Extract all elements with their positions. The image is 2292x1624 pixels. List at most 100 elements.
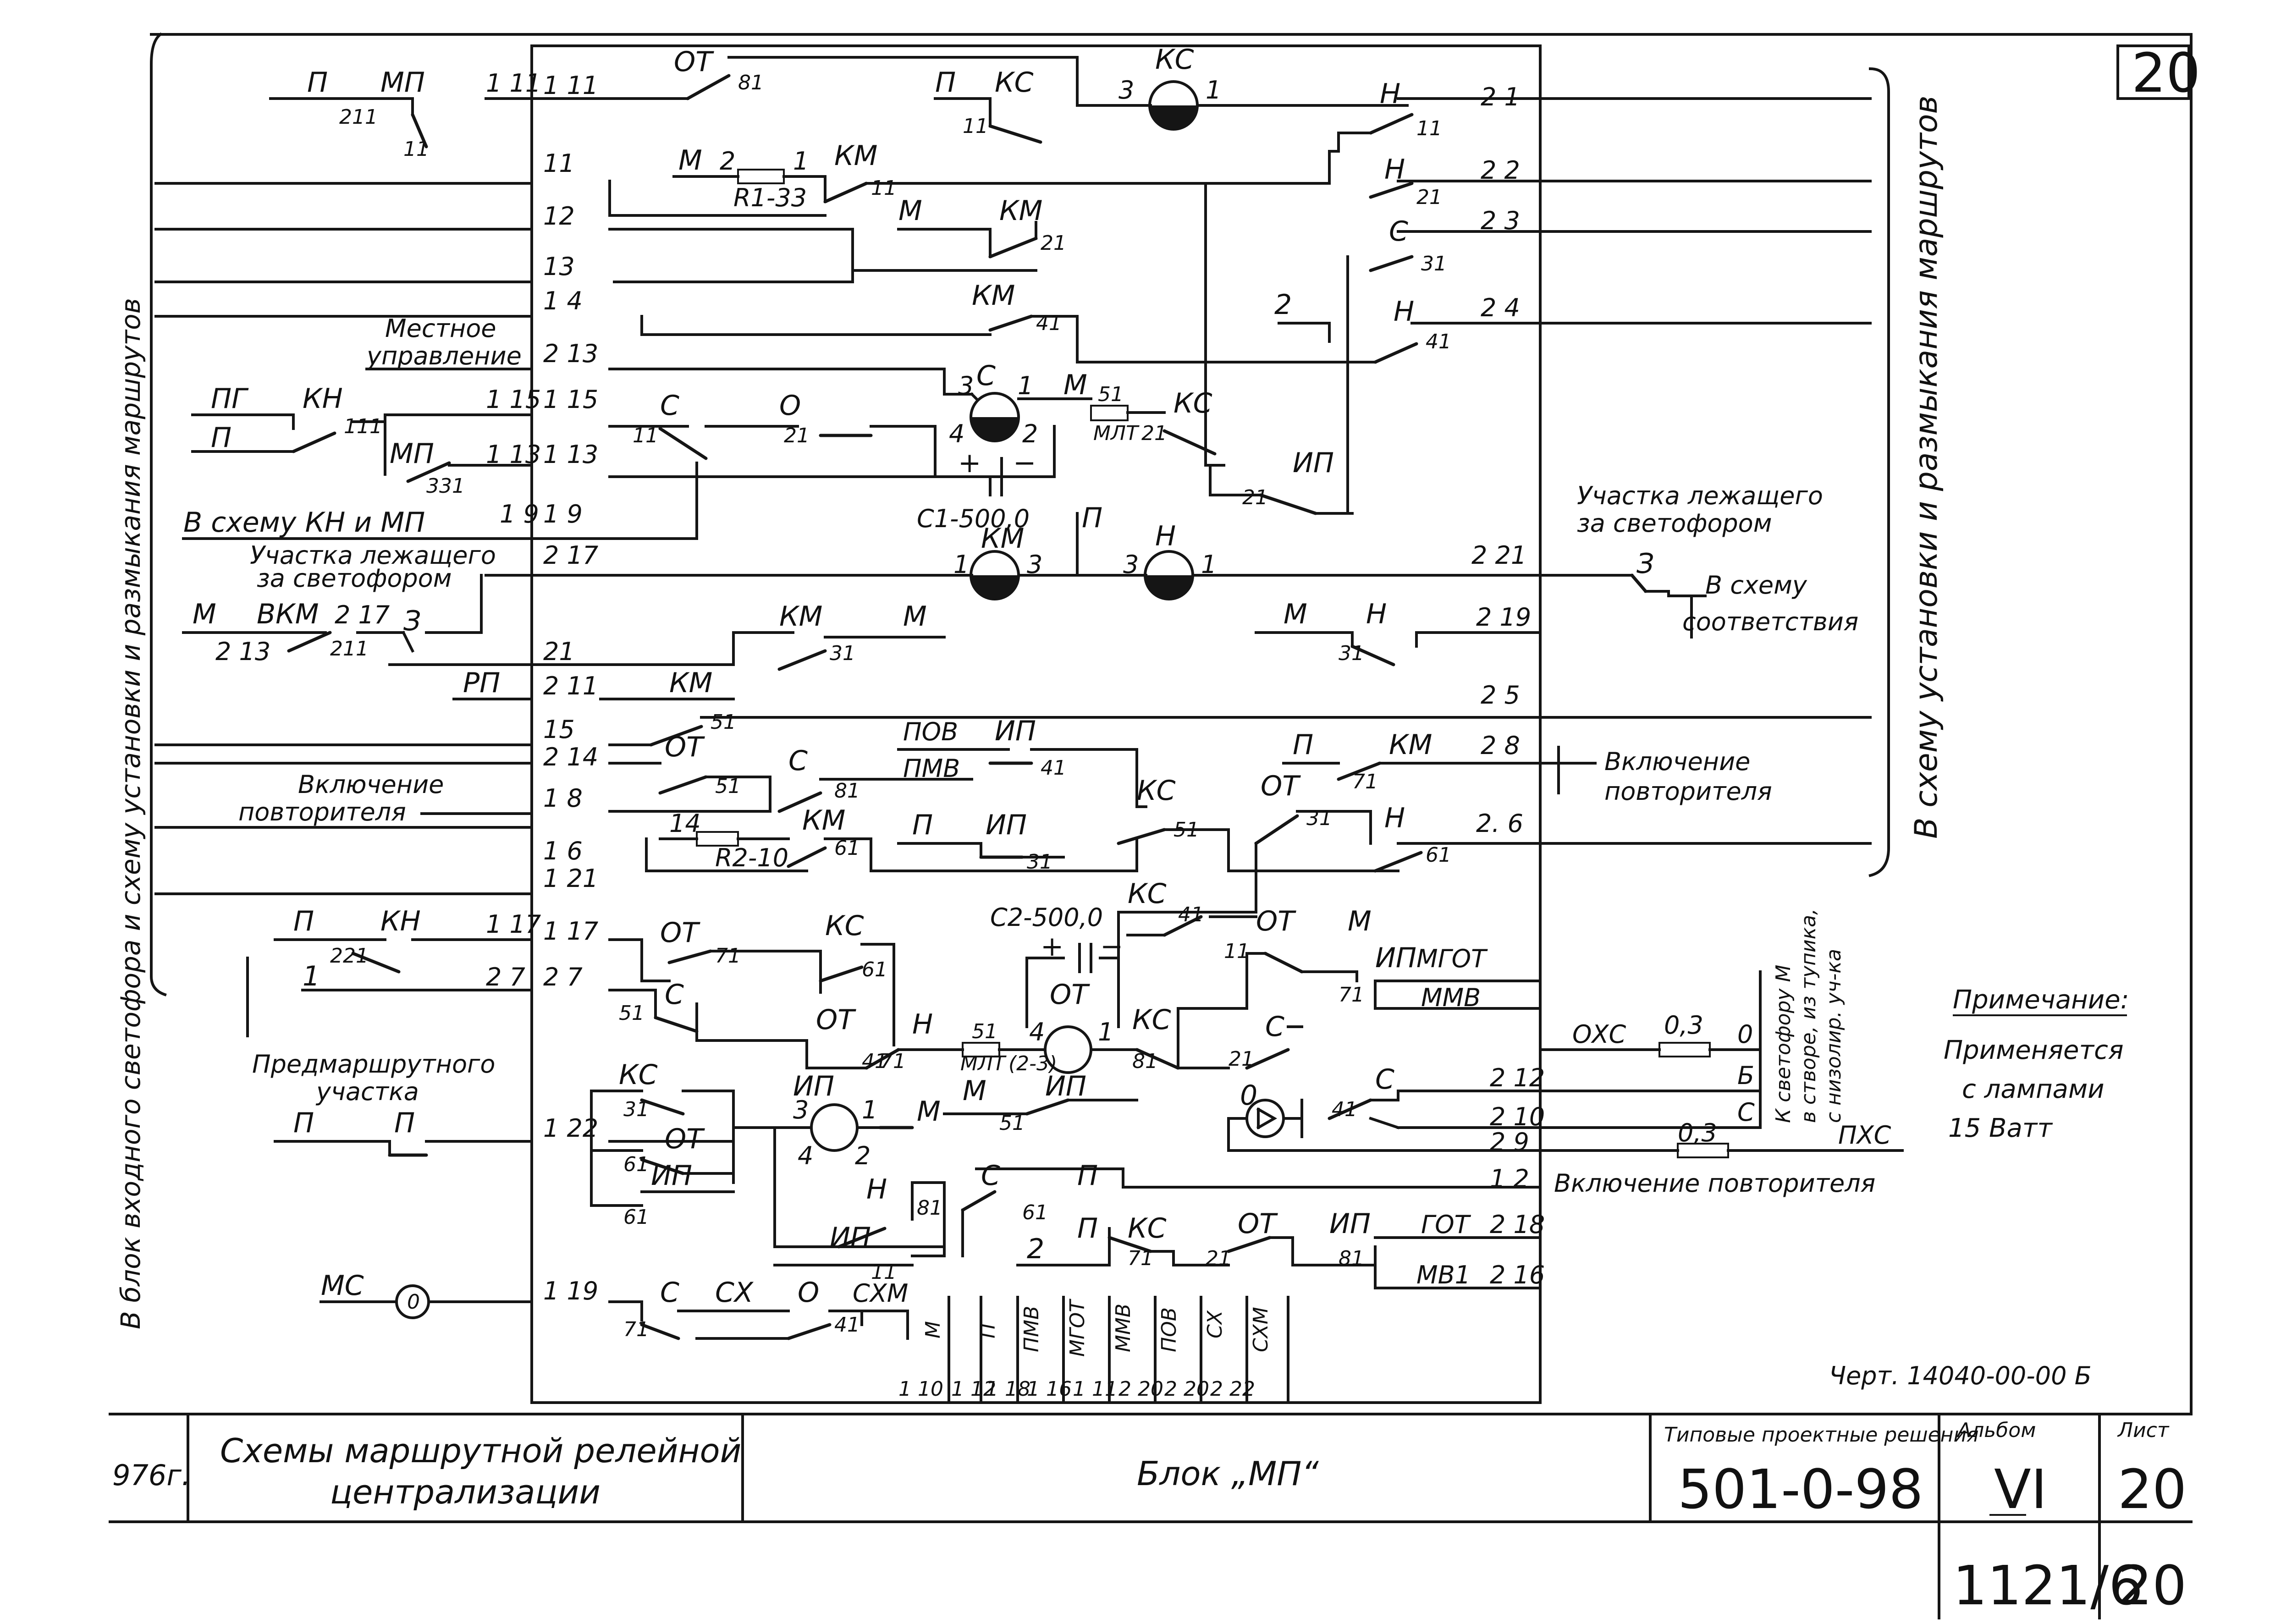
svg-text:ИП: ИП [995,715,1036,747]
terminal: 11 [543,149,575,178]
svg-text:31: 31 [1027,850,1052,874]
title-album-label: Альбом [1956,1419,2036,1442]
svg-text:З: З [1636,548,1654,580]
svg-text:4: 4 [1029,1018,1045,1046]
left-terminals: 1 11 11 12 13 1 4 2 13 1 15 1 13 1 9 2 1… [543,71,598,1305]
svg-text:3: 3 [1118,76,1134,105]
svg-text:КС: КС [995,66,1034,99]
label-v-skhemu: В схему [1705,571,1807,600]
svg-text:ОТ: ОТ [1256,905,1296,937]
svg-text:ОТ: ОТ [674,46,714,78]
right-terminals: 2 1 2 2 2 3 2 4 2 21 2 19 2 5 2 8 2. 6 2… [1471,83,1545,1289]
bottom-terminal: 1 12 [951,1377,996,1401]
svg-text:С: С [660,1277,679,1309]
svg-text:КС: КС [1137,775,1176,807]
svg-text:11: 11 [403,138,429,161]
svg-text:31: 31 [830,642,855,665]
bottom-tag: М [921,1321,945,1338]
terminal: 1 13 [543,440,598,469]
bottom-terminal: 2 20 [1118,1377,1163,1401]
svg-text:СХМ: СХМ [853,1279,908,1308]
terminal: 2 5 [1481,681,1520,710]
svg-text:21: 21 [784,424,810,447]
svg-text:21: 21 [1041,231,1066,255]
circuit-vkm: Участка лежащего за светофором М ВКМ 2 1… [182,541,1542,671]
svg-text:КМ: КМ [1389,729,1432,761]
svg-text:−: − [1100,930,1123,963]
terminal: 2 14 [543,743,598,771]
terminal: 2 21 [1471,541,1526,570]
svg-text:ИП: ИП [793,1070,834,1102]
bottom-tag: ПОВ [1157,1307,1181,1352]
svg-text:11: 11 [963,115,988,138]
svg-text:1: 1 [1018,371,1033,400]
terminal: 2 12 [1490,1063,1545,1092]
svg-text:КС: КС [1174,387,1212,419]
note-line1: Применяется [1944,1035,2124,1065]
svg-text:П: П [912,809,933,841]
svg-text:КМ: КМ [669,667,712,699]
svg-text:2: 2 [1022,419,1038,448]
terminal: 2 7 [543,963,583,991]
svg-text:0,3: 0,3 [1678,1118,1717,1147]
svg-text:П: П [1082,502,1102,534]
svg-text:КС: КС [825,910,864,942]
right-brace [1868,67,1890,877]
svg-text:0: 0 [1737,1020,1753,1049]
svg-text:1 11: 1 11 [486,69,541,98]
svg-text:51: 51 [711,710,736,734]
svg-text:МС: МС [321,1270,364,1302]
resistor-r1-33 [737,169,785,184]
title-block: 976г. Схемы маршрутной релейной централи… [109,1413,2193,1619]
label-vkl-povt-r2: повторителя [1604,777,1772,806]
svg-text:ПМВ: ПМВ [903,754,960,783]
svg-text:ОТ: ОТ [665,731,705,763]
circuit-bottom: МС 0 С 71 СХ О СХМ 41 [320,1270,909,1341]
svg-text:31: 31 [1306,807,1332,830]
svg-text:3: 3 [793,1096,809,1124]
svg-text:2: 2 [855,1141,871,1170]
svg-text:221: 221 [330,944,369,968]
svg-text:+: + [958,447,981,479]
svg-text:3: 3 [1123,550,1139,579]
title-album: VI [1994,1458,2047,1521]
svg-text:СХ: СХ [715,1277,754,1309]
terminal: 2 3 [1481,206,1520,235]
bottom-tag: ПМВ [1020,1306,1043,1352]
svg-text:С: С [976,360,996,392]
svg-text:КМ: КМ [779,600,822,633]
terminal: 1 22 [543,1114,598,1143]
svg-text:ИП: ИП [1045,1070,1086,1102]
svg-text:21: 21 [1242,486,1268,509]
svg-text:11: 11 [871,176,897,200]
svg-text:С: С [1265,1011,1284,1043]
circuit-lower: П КН 221 1 17 1 2 7 ОТ 71 КС 61 С 51 ОТ … [246,878,1542,1075]
svg-text:1: 1 [1098,1018,1113,1046]
svg-text:71: 71 [1339,983,1364,1007]
svg-text:61: 61 [1022,1201,1048,1224]
label-k-svetoforu-1: К светофору М [1772,965,1795,1123]
svg-text:61: 61 [834,837,860,860]
svg-text:ОТ: ОТ [1238,1208,1278,1240]
svg-text:КМ: КМ [834,140,877,172]
svg-text:21: 21 [1141,422,1167,445]
svg-text:РП: РП [463,667,500,699]
left-vertical-caption: В блок входного светофора и схему устано… [115,298,146,1329]
svg-text:3: 3 [1027,550,1042,579]
svg-text:ГОТ: ГОТ [1421,1210,1471,1239]
label-uchastka: участка [315,1077,419,1106]
svg-text:Н: Н [866,1173,887,1206]
bottom-terminal: 2 20 [1164,1377,1209,1401]
svg-text:М: М [193,598,216,630]
svg-text:КН: КН [303,383,343,415]
svg-text:2: 2 [720,147,735,176]
svg-text:ИП: ИП [1329,1208,1371,1240]
label-za-svetoforom-1: за светофором [1577,509,1772,538]
svg-text:1: 1 [862,1096,877,1124]
svg-text:О: О [779,390,801,422]
svg-text:51: 51 [619,1002,645,1025]
svg-text:ММВ: ММВ [1421,983,1481,1012]
label-c1: С1-500,0 [917,504,1030,533]
terminal: 1 15 [543,385,598,414]
label-uchastka-lezh-2: Участка лежащего [250,541,496,570]
